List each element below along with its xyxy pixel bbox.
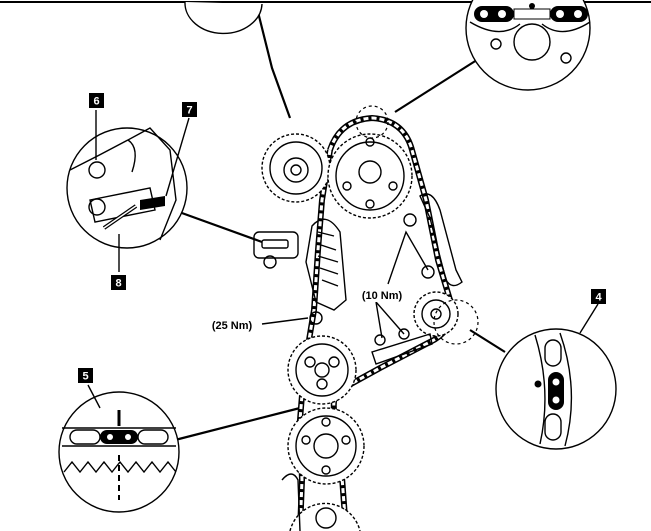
detail-circle-crank-mark bbox=[58, 384, 180, 513]
mark-circle-top bbox=[355, 105, 389, 139]
sprocket-crankshaft bbox=[287, 407, 365, 485]
leader-lines bbox=[167, 11, 506, 442]
detail-circle-top-right bbox=[465, 0, 591, 91]
svg-text:8: 8 bbox=[115, 278, 121, 290]
tensioner-body bbox=[253, 231, 299, 259]
sprocket-hub-detail bbox=[513, 23, 551, 61]
arrow-7 bbox=[140, 196, 165, 210]
callout-tag-6: 6 bbox=[89, 93, 104, 108]
detail-circle-chain-mark bbox=[495, 303, 617, 450]
sprocket-intermediate bbox=[287, 335, 357, 405]
torque-label-upper: (10 Nm) bbox=[362, 290, 403, 302]
sprocket-right-small bbox=[413, 291, 459, 337]
svg-text:7: 7 bbox=[186, 105, 192, 117]
detail-circle-tensioner bbox=[66, 110, 190, 272]
mark-circle-right bbox=[433, 299, 479, 345]
timing-mark-dot bbox=[529, 3, 535, 9]
svg-text:5: 5 bbox=[82, 371, 88, 383]
bolt-6 bbox=[88, 161, 106, 179]
bolt-25nm bbox=[309, 311, 323, 325]
svg-text:6: 6 bbox=[93, 96, 99, 108]
torque-label-left: (25 Nm) bbox=[212, 320, 253, 332]
sprocket-camshaft bbox=[327, 133, 413, 219]
callout-tag-5: 5 bbox=[78, 368, 93, 383]
torque-leader-lower bbox=[375, 301, 405, 339]
torque-leader-upper bbox=[387, 230, 429, 285]
torque-leader-left bbox=[261, 317, 309, 325]
sprocket-bottom bbox=[281, 473, 361, 531]
callout-tag-4: 4 bbox=[591, 289, 606, 304]
guide-rail-lower bbox=[371, 328, 433, 365]
crank-sprocket-teeth bbox=[63, 460, 177, 474]
svg-text:4: 4 bbox=[595, 292, 602, 304]
timing-chain-drive bbox=[253, 105, 479, 531]
sprocket-left-upper bbox=[261, 133, 331, 203]
detail-circle-top-left bbox=[184, 1, 263, 35]
callout-tag-8: 8 bbox=[111, 275, 126, 290]
guide-rail-upper bbox=[403, 193, 463, 287]
chain-links-detail bbox=[474, 6, 588, 22]
callout-tag-7: 7 bbox=[182, 102, 197, 117]
tensioner-rail bbox=[253, 218, 347, 311]
